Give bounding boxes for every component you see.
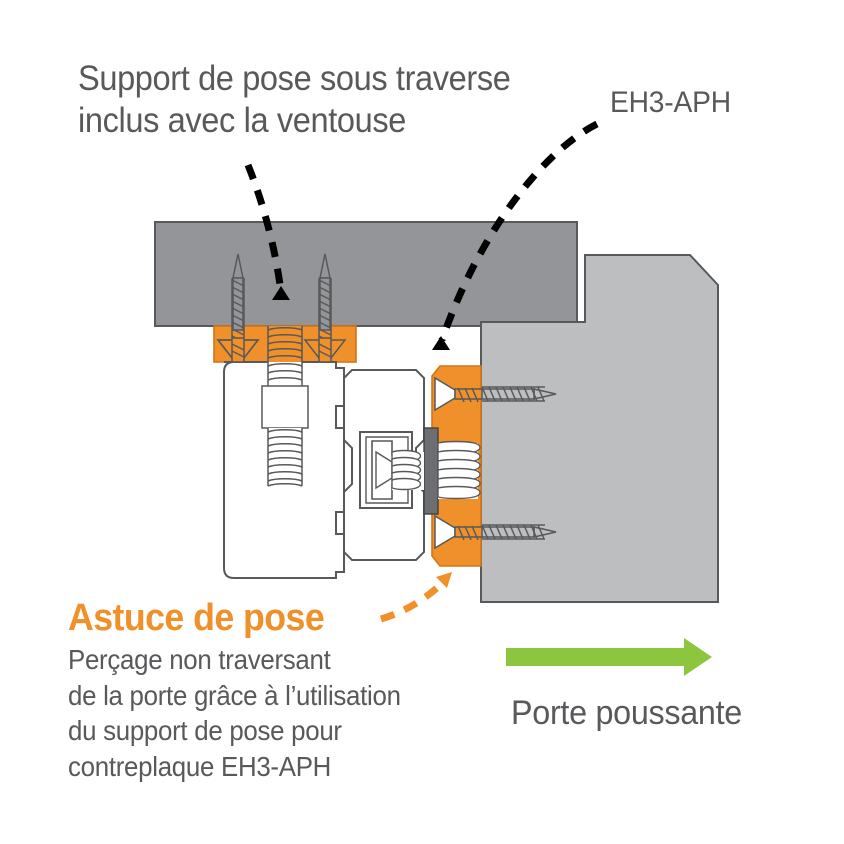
traverse-beam: [154, 221, 578, 327]
horizontal-screw-lower: [434, 514, 557, 550]
vertical-screw-left: [216, 253, 260, 363]
tip-arrow: [379, 572, 452, 623]
center-bolt-thread-left: [391, 449, 424, 491]
tip-body-line-3: du support de pose pour: [68, 715, 342, 746]
center-stud: [261, 326, 309, 487]
door-panel: [480, 254, 719, 603]
callout-support-line1: Support de pose sous traverse: [78, 59, 511, 98]
tip-body-line-1: Perçage non traversant: [68, 644, 331, 675]
vertical-screw-right: [303, 253, 347, 363]
callout-eh3-label: EH3-APH: [610, 86, 731, 119]
tip-body-line-2: de la porte grâce à l’utilisation: [68, 679, 401, 711]
callout-arrow-eh3: [432, 120, 599, 350]
callout-support-label: Support de pose sous traverse inclus ave…: [78, 58, 511, 142]
door-direction-label: Porte poussante: [511, 694, 742, 732]
callout-support-line2: inclus avec la ventouse: [78, 101, 406, 140]
callout-arrow-support: [244, 163, 290, 300]
door-direction-arrow: [506, 638, 712, 676]
horizontal-screw-upper: [434, 376, 557, 412]
tip-body: Perçage non traversant de la porte grâce…: [68, 642, 401, 784]
center-bolt-thread-right: [437, 440, 481, 500]
tip-body-line-4: contreplaque EH3-APH: [68, 750, 332, 782]
tip-title: Astuce de pose: [68, 597, 325, 639]
